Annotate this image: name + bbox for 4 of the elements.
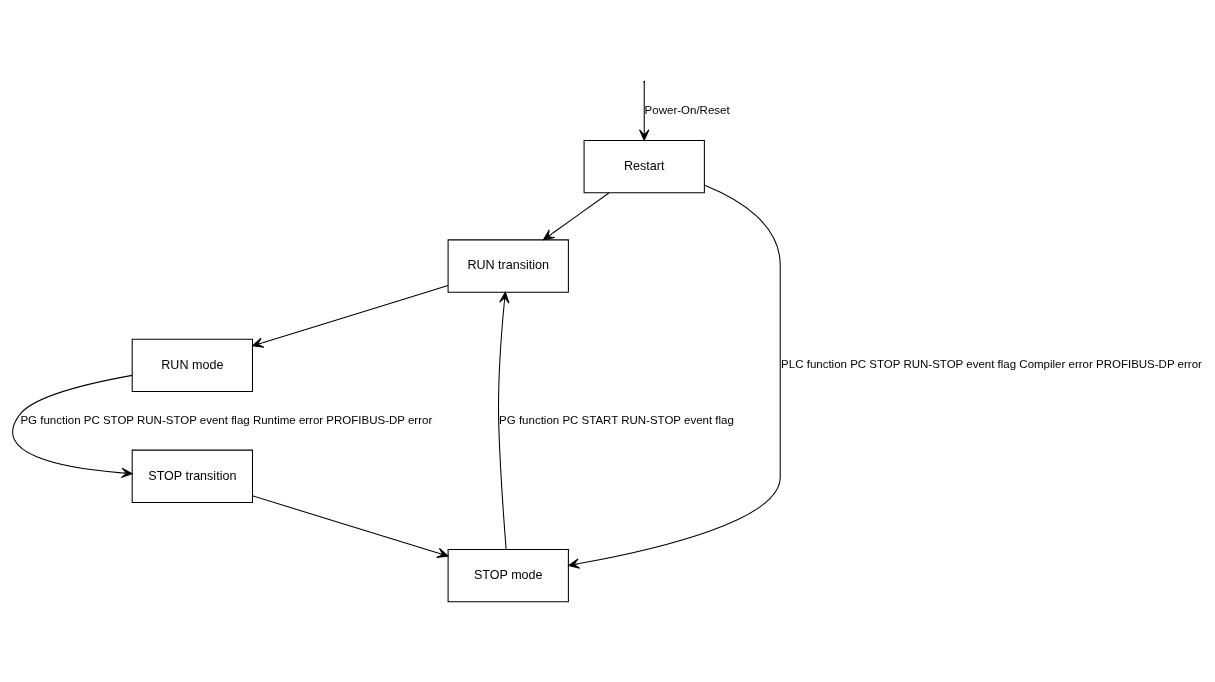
edge-label: PG function PC START RUN-STOP event flag — [499, 413, 734, 426]
edge-label: PLC function PC STOP RUN-STOP event flag Compiler error PROFIBUS-DP error — [781, 357, 1202, 370]
edge-label: Power-On/Reset — [644, 103, 730, 116]
edge-label: PG function PC STOP RUN-STOP event flag Runtime error PROFIBUS-DP error — [20, 413, 433, 426]
